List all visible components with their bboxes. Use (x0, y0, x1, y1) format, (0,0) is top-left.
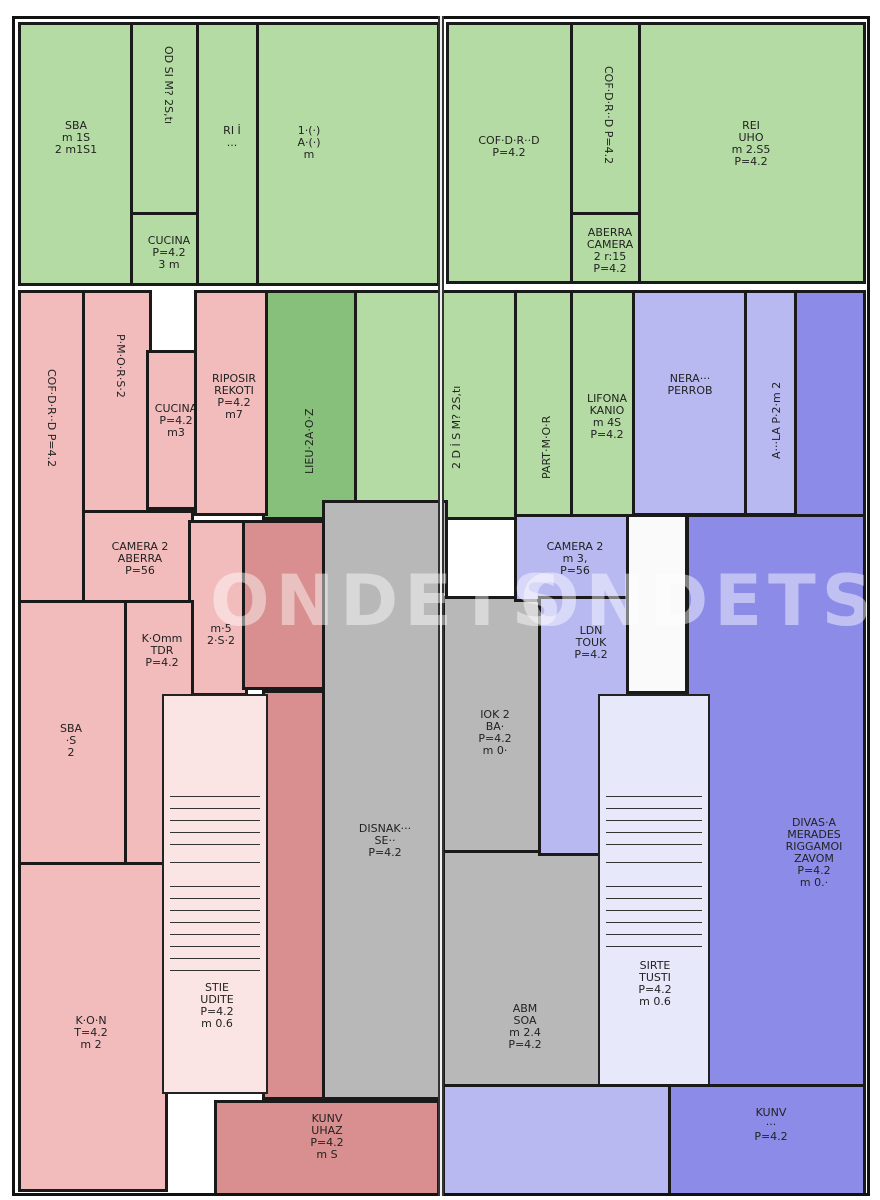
room-p6-label: K·Omm TDR P=4.2 (141, 632, 183, 669)
watermark-right: ONDETS (520, 560, 879, 642)
stair-left: STIE UDITE P=4.2 m 0.6 (162, 694, 268, 1094)
room-g7[interactable]: REI UHO m 2.S5 P=4.2 (638, 22, 866, 284)
room-g3[interactable]: CUCINA P=4.2 3 m (130, 212, 202, 286)
room-dg1[interactable]: LIEU·2A·O·Z (262, 290, 360, 520)
room-g8-label: ABERRA CAMERA 2 r:15 P=4.2 (586, 226, 634, 275)
room-g8[interactable]: COF·D·R··D P=4.2 (570, 22, 644, 218)
room-p10-label: STIE UDITE P=4.2 m 0.6 (200, 981, 234, 1030)
room-gr2-label: IOK 2 BA· P=4.2 m 0· (478, 708, 512, 757)
room-db2[interactable] (794, 290, 866, 520)
room-gr1-label: DISNAK··· SE·· P=4.2 (358, 822, 412, 859)
room-b3-label: CAMERA 2 m 3, P=56 (546, 540, 604, 577)
room-b4-label: LDN TOUK P=4.2 (574, 624, 608, 661)
room-g8b[interactable]: ABERRA CAMERA 2 r:15 P=4.2 (570, 212, 644, 284)
room-g3-label: CUCINA P=4.2 3 m (147, 234, 191, 271)
room-elevator (626, 514, 688, 694)
room-g1-label: SBA m 1S 2 m1S1 (54, 119, 98, 156)
room-g5[interactable]: 1·(·) A·(·) m (256, 22, 440, 286)
room-g7-label: REI UHO m 2.S5 P=4.2 (731, 119, 771, 168)
room-b5-label: SIRTE TUSTI P=4.2 m 0.6 (638, 959, 672, 1008)
room-g1[interactable]: SBA m 1S 2 m1S1 (18, 22, 136, 286)
room-b1[interactable]: NERA··· PERROB (632, 290, 750, 516)
center-wall (438, 16, 444, 1196)
room-g6[interactable]: COF·D·R··D P=4.2 (446, 22, 576, 284)
room-p3[interactable]: CUCINA P=4.2 m3 (146, 350, 200, 510)
room-g6-label: COF·D·R··D P=4.2 (478, 134, 540, 159)
room-g9[interactable]: 2 D İ S M? 2S,tı (354, 290, 520, 520)
room-p5[interactable]: CAMERA 2 ABERRA P=56 (82, 510, 194, 606)
watermark: ONDETS (210, 560, 569, 642)
room-p1[interactable]: COF·D·R··D P=4.2 (18, 290, 88, 606)
room-b2[interactable]: A···LA P·2·m 2 (744, 290, 800, 516)
room-g4-label: RI İ ... (223, 124, 241, 149)
room-p3-label: CUCINA P=4.2 m3 (154, 402, 198, 439)
room-p4-label: RIPOSIR REKOTI P=4.2 m7 (211, 372, 257, 421)
room-dp2[interactable]: KUNV UHAZ P=4.2 m S (214, 1100, 440, 1196)
room-p9-label: K·O·N T=4.2 m 2 (74, 1014, 108, 1051)
room-g11-label: LIFONA KANIO m 4S P=4.2 (586, 392, 628, 441)
room-db1-label: DIVAS·A MERADES RIGGAMOI ZAVOM P=4.2 m 0… (785, 816, 843, 889)
room-p5-label: CAMERA 2 ABERRA P=56 (111, 540, 169, 577)
room-p4[interactable]: RIPOSIR REKOTI P=4.2 m7 (194, 290, 268, 516)
room-db3-label: KUNV ··· P=4.2 (754, 1106, 788, 1143)
room-g5-label: 1·(·) A·(·) m (297, 124, 321, 161)
room-dp2-label: KUNV UHAZ P=4.2 m S (310, 1112, 344, 1161)
room-p8-label: SBA ·S 2 (59, 722, 83, 759)
room-p6[interactable]: K·Omm TDR P=4.2 (124, 600, 194, 868)
room-p7-label: m·5 2·S·2 (207, 622, 235, 647)
room-b1-label: NERA··· PERROB (667, 372, 713, 397)
stair-right: SIRTE TUSTI P=4.2 m 0.6 (598, 694, 710, 1094)
room-gr3-label: ABM SOA m 2.4 P=4.2 (508, 1002, 542, 1051)
room-gr1[interactable]: DISNAK··· SE·· P=4.2 (322, 500, 448, 1100)
